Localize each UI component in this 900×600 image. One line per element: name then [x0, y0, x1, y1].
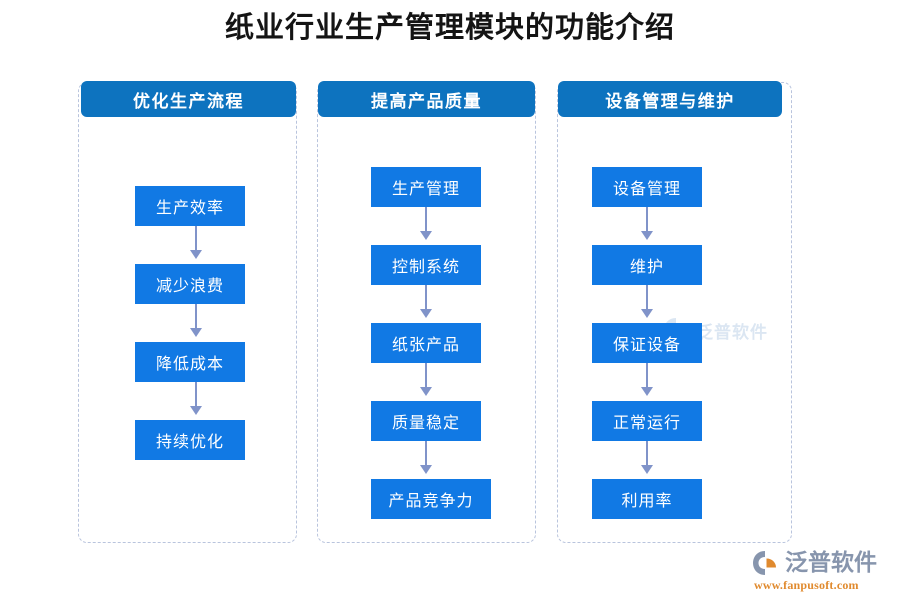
flow-node-c1-1[interactable]: 生产效率 [135, 186, 245, 226]
connector-arrow-c3-2 [640, 285, 654, 318]
flow-node-c3-5[interactable]: 利用率 [592, 479, 702, 519]
column-header-2[interactable]: 提高产品质量 [318, 81, 535, 117]
flow-node-c3-4[interactable]: 正常运行 [592, 401, 702, 441]
flow-node-c3-1[interactable]: 设备管理 [592, 167, 702, 207]
connector-arrow-c2-2 [419, 285, 433, 318]
connector-arrow-c3-4 [640, 441, 654, 474]
flow-node-c2-2[interactable]: 控制系统 [371, 245, 481, 285]
brand-logo-row: 泛普软件 [752, 548, 892, 578]
connector-arrow-c1-2 [189, 304, 203, 337]
connector-arrow-c2-1 [419, 207, 433, 240]
flow-node-c3-3[interactable]: 保证设备 [592, 323, 702, 363]
flow-node-c1-4[interactable]: 持续优化 [135, 420, 245, 460]
connector-arrow-c3-1 [640, 207, 654, 240]
brand-name: 泛普软件 [785, 550, 877, 575]
brand-logo: 泛普软件 www.fanpusoft.com [752, 548, 892, 596]
column-header-1[interactable]: 优化生产流程 [81, 81, 296, 117]
flow-node-c2-1[interactable]: 生产管理 [371, 167, 481, 207]
column-header-3[interactable]: 设备管理与维护 [558, 81, 782, 117]
flow-node-c2-3[interactable]: 纸张产品 [371, 323, 481, 363]
page-title: 纸业行业生产管理模块的功能介绍 [224, 12, 675, 44]
connector-arrow-c1-1 [189, 226, 203, 259]
flow-node-c2-5[interactable]: 产品竞争力 [371, 479, 491, 519]
flow-column-panel-1 [78, 82, 297, 543]
connector-arrow-c2-4 [419, 441, 433, 474]
connector-arrow-c1-3 [189, 382, 203, 415]
flow-node-c3-2[interactable]: 维护 [592, 245, 702, 285]
fanpu-logo-icon [753, 551, 776, 575]
flow-node-c1-3[interactable]: 降低成本 [135, 342, 245, 382]
flow-node-c1-2[interactable]: 减少浪费 [135, 264, 245, 304]
connector-arrow-c3-3 [640, 363, 654, 396]
flow-node-c2-4[interactable]: 质量稳定 [371, 401, 481, 441]
brand-url: www.fanpusoft.com [754, 578, 859, 592]
connector-arrow-c2-3 [419, 363, 433, 396]
flow-column-panel-3 [557, 82, 792, 543]
